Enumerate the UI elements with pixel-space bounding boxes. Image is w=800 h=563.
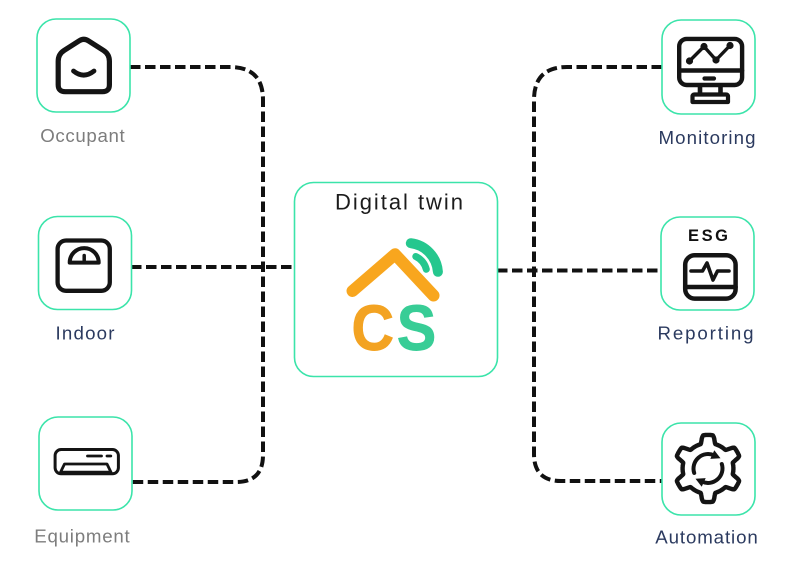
svg-text:C: C <box>352 293 395 365</box>
svg-text:Digital twin: Digital twin <box>335 190 463 215</box>
svg-text:Automation: Automation <box>655 527 758 548</box>
svg-text:ESG: ESG <box>688 227 728 245</box>
svg-text:Monitoring: Monitoring <box>659 127 756 148</box>
svg-text:Occupant: Occupant <box>40 125 125 146</box>
svg-text:Reporting: Reporting <box>658 323 754 344</box>
svg-text:Equipment: Equipment <box>34 526 130 547</box>
svg-text:Indoor: Indoor <box>56 323 115 344</box>
svg-text:S: S <box>397 293 436 365</box>
